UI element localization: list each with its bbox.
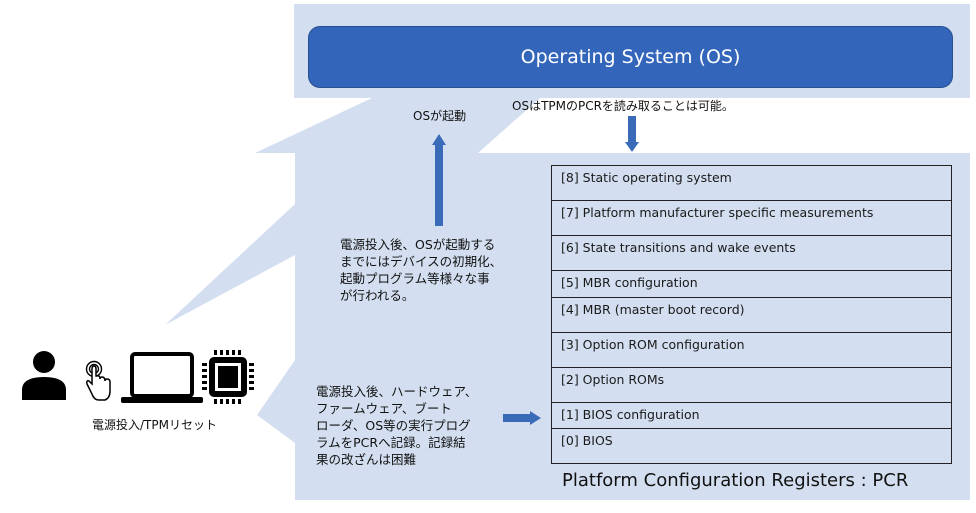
pcr-table: [8] Static operating system [7] Platform… [551,165,952,464]
power-on-reset-label: 電源投入/TPMリセット [92,418,217,432]
down-arrow-icon [625,116,639,152]
os-box-label: Operating System (OS) [520,46,741,68]
os-box: Operating System (OS) [308,26,953,88]
pcr-row-1: [1] BIOS configuration [552,403,951,429]
user-icon [22,351,66,400]
pcr-row-0: [0] BIOS [552,429,951,464]
pcr-callout-wedge [257,360,295,443]
chip-icon [202,350,254,404]
boot-callout-wedge [165,204,295,325]
pcr-recording-note: 電源投入後、ハードウェア、 ファームウェア、ブート ローダ、OS等の実行プログ … [316,384,478,467]
pcr-row-7: [7] Platform manufacturer specific measu… [552,201,951,236]
os-boot-label: OSが起動 [413,109,467,123]
pcr-caption: Platform Configuration Registers : PCR [562,470,909,491]
pcr-row-8: [8] Static operating system [552,166,951,201]
up-arrow-icon [432,134,446,226]
tpm-panel [295,153,970,500]
touch-icon [85,360,111,401]
pcr-row-6: [6] State transitions and wake events [552,236,951,271]
os-read-pcr-label: OSはTPMのPCRを読み取ることは可能。 [512,99,734,113]
boot-process-note: 電源投入後、OSが起動する までにはデバイスの初期化、 起動プログラム等様々な事… [340,237,503,303]
laptop-icon [121,352,203,403]
pcr-row-3: [3] Option ROM configuration [552,333,951,368]
os-callout-wedge [255,98,540,153]
pcr-row-4: [4] MBR (master boot record) [552,298,951,333]
pcr-row-5: [5] MBR configuration [552,271,951,298]
pcr-row-2: [2] Option ROMs [552,368,951,403]
right-arrow-icon [503,411,541,425]
